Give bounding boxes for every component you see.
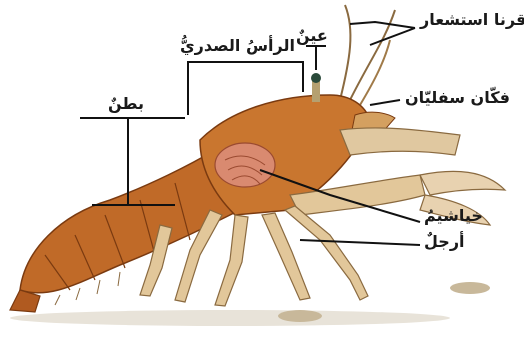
leg [215, 215, 248, 306]
gills-area [215, 143, 275, 187]
claw-upper [340, 128, 460, 155]
leader-legs [300, 240, 420, 245]
leg [262, 213, 310, 300]
label-eye: عينٌ [296, 28, 328, 44]
pebble [278, 310, 322, 322]
pebble [450, 282, 490, 294]
label-legs: أرجلٌ [424, 234, 465, 250]
leader-antennae [350, 22, 415, 28]
leader-antennae-2 [370, 28, 415, 45]
pincer-top [420, 171, 505, 195]
label-abdomen: بطنٌ [108, 96, 144, 112]
label-mandibles: فكّان سفليّان [405, 90, 510, 106]
ground-shadow [10, 310, 450, 326]
antenna-left [340, 5, 350, 100]
label-cephalothorax: الرأسُ الصدريُّ [180, 38, 295, 54]
label-antennae: قرنا استشعار [420, 12, 524, 28]
leader-mandibles [370, 100, 400, 105]
eye [311, 73, 321, 83]
label-gills: خياشيمُ [424, 208, 483, 224]
